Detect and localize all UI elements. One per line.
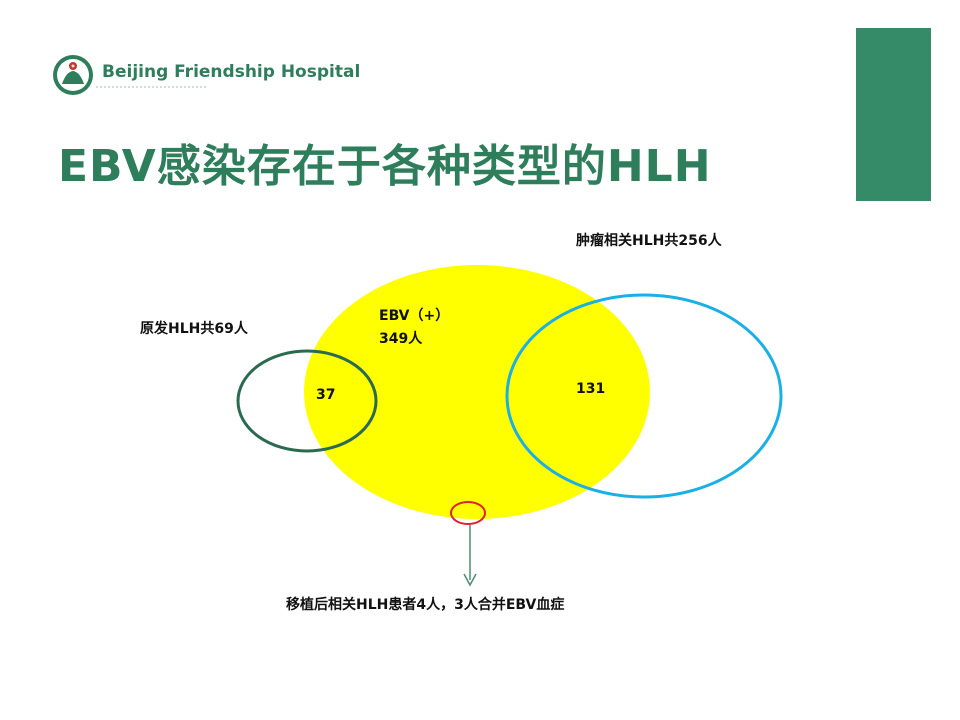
ebv-label-line1: EBV（+） xyxy=(379,308,450,324)
hospital-logo-icon xyxy=(53,55,93,95)
tumor-hlh-ellipse xyxy=(505,293,783,499)
primary-ebv-overlap-count: 37 xyxy=(316,387,336,403)
primary-hlh-label: 原发HLH共69人 xyxy=(140,321,248,337)
slide-title: EBV感染存在于各种类型的HLH xyxy=(58,141,712,192)
primary-hlh-ellipse xyxy=(236,349,378,453)
annotation-arrow-head xyxy=(463,573,477,587)
tumor-hlh-label: 肿瘤相关HLH共256人 xyxy=(576,233,722,249)
corner-accent-block xyxy=(856,28,931,201)
transplant-hlh-marker xyxy=(450,501,486,525)
hospital-name: Beijing Friendship Hospital xyxy=(102,62,361,82)
transplant-annotation: 移植后相关HLH患者4人，3人合并EBV血症 xyxy=(286,597,565,613)
logo-subtext-decoration xyxy=(96,86,206,94)
tumor-ebv-overlap-count: 131 xyxy=(576,381,606,397)
ebv-set-ellipse xyxy=(304,265,650,519)
ebv-label-line2: 349人 xyxy=(379,331,423,347)
